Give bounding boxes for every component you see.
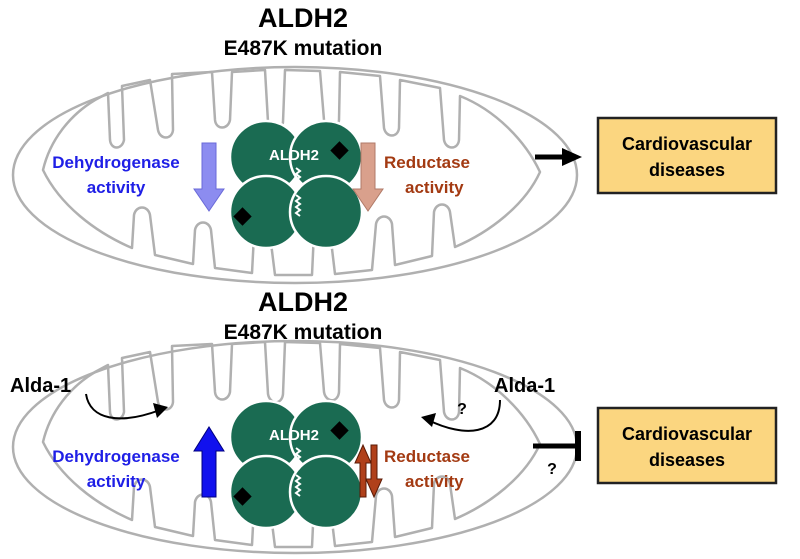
top-mitochondrion-cristae — [41, 68, 542, 277]
top-outcome-line1: Cardiovascular — [622, 134, 752, 154]
top-subunit-lower-right — [288, 174, 364, 250]
bottom-dehydrogenase-up-arrow — [193, 426, 225, 498]
bottom-binding-site-diamond-left — [233, 487, 252, 506]
bottom-mutation-crack-upper — [294, 447, 302, 470]
bottom-subtitle: E487K mutation — [224, 321, 383, 344]
top-subtitle: E487K mutation — [224, 37, 383, 60]
top-outcome-line2: diseases — [649, 160, 725, 180]
bottom-alda1-right-label: Alda-1 — [494, 375, 555, 397]
bottom-alda1-left-arrowhead — [153, 403, 168, 418]
bottom-reductase-label-line1: Reductase — [384, 447, 470, 466]
bottom-dehydrogenase-label-line2: activity — [87, 472, 146, 491]
bottom-subunit-lower-right — [288, 454, 364, 530]
top-reductase-label-line2: activity — [405, 178, 464, 197]
top-binding-site-diamond-left — [233, 207, 252, 226]
top-reductase-down-arrow — [352, 142, 384, 212]
bottom-dehydrogenase-label-line1: Dehydrogenase — [52, 447, 180, 466]
bottom-outcome-line1: Cardiovascular — [622, 424, 752, 444]
bottom-mutation-crack-lower — [294, 474, 302, 497]
bottom-mitochondrion-cristae — [41, 340, 542, 549]
top-leads-to-arrow — [535, 148, 582, 166]
bottom-alda1-right-arrowhead — [421, 413, 436, 427]
bottom-title: ALDH2 — [258, 287, 348, 317]
top-panel: ALDH2 E487K mutation ALDH2 Dehydrogenase… — [11, 3, 778, 285]
bottom-reductase-label-line2: activity — [405, 472, 464, 491]
top-dehydrogenase-label-line1: Dehydrogenase — [52, 153, 180, 172]
bottom-reductase-down-arrow — [365, 444, 383, 499]
top-binding-site-diamond-right — [330, 141, 349, 160]
top-dehydrogenase-down-arrow — [193, 142, 225, 212]
top-title: ALDH2 — [258, 3, 348, 33]
bottom-panel: ALDH2 E487K mutation ALDH2 Dehydrogenase… — [10, 287, 778, 555]
bottom-alda1-right-arrow — [427, 399, 501, 432]
bottom-alda1-right-question-mark: ? — [457, 401, 467, 418]
bottom-binding-site-diamond-right — [330, 421, 349, 440]
bottom-inhibition-question-mark: ? — [547, 461, 557, 478]
top-mutation-crack-lower — [294, 194, 302, 217]
bottom-inhibition-arrow — [533, 431, 581, 461]
bottom-enzyme-label: ALDH2 — [269, 427, 319, 444]
bottom-alda1-left-arrow — [85, 393, 161, 420]
top-mutation-crack-upper — [294, 167, 302, 190]
top-reductase-label-line1: Reductase — [384, 153, 470, 172]
bottom-cardiovascular-diseases-box — [596, 406, 778, 485]
top-aldh2-tetramer: ALDH2 — [228, 119, 364, 250]
top-enzyme-label: ALDH2 — [269, 147, 319, 164]
bottom-alda1-left-label: Alda-1 — [10, 375, 71, 397]
bottom-reductase-up-arrow — [354, 443, 372, 498]
top-dehydrogenase-label-line2: activity — [87, 178, 146, 197]
top-cardiovascular-diseases-box — [596, 116, 778, 195]
bottom-aldh2-tetramer: ALDH2 — [228, 399, 364, 530]
bottom-outcome-line2: diseases — [649, 450, 725, 470]
